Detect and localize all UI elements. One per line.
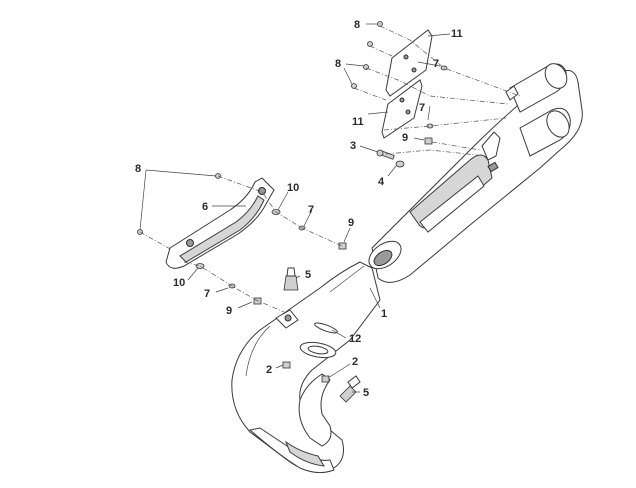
callout-9-mid: 9 [348,217,354,229]
callout-3: 3 [350,140,356,152]
header-pipe [231,261,381,474]
callout-4: 4 [378,176,385,188]
callout-11-lower: 11 [352,116,364,128]
bolt-3 [376,149,395,160]
oxygen-sensor-lower [339,375,361,403]
callout-2-left: 2 [266,364,272,376]
callout-5-lower: 5 [363,387,369,399]
callout-10-lower: 10 [173,277,185,289]
callout-7-bracket: 7 [308,204,314,216]
leader-lines [139,23,451,393]
callout-11-upper: 11 [451,28,463,40]
callout-7-mid: 7 [419,102,425,114]
heat-shield-lower [381,79,423,139]
callout-10-upper: 10 [287,182,299,194]
callout-7-upper: 7 [433,58,439,70]
bolt-8-top-2 [367,41,373,47]
bolt-8-mid-2 [351,83,357,89]
hanger-bracket [165,177,275,269]
nut-9-b [338,242,347,250]
callout-8-mid: 8 [335,58,341,70]
callout-labels: 1 2 2 3 4 5 5 6 7 7 7 7 8 8 8 9 9 9 10 1… [135,19,463,399]
callout-9-upper: 9 [402,132,408,144]
callout-9-lower: 9 [226,305,232,317]
callout-7-lower: 7 [204,288,210,300]
stud-left [282,361,291,369]
callout-6: 6 [202,201,208,213]
nut-9-a [424,137,433,145]
callout-1: 1 [381,308,387,320]
washer-4 [395,160,405,168]
bolt-8-top-1 [377,21,383,27]
stud-right [321,375,330,383]
washer-10-b [195,263,205,269]
callout-5-upper: 5 [305,269,311,281]
callout-8-bracket: 8 [135,163,141,175]
callout-12: 12 [349,333,361,345]
oxygen-sensor-upper [283,267,299,291]
assembly-lines [139,25,521,313]
gasket-ring [314,322,338,334]
muffler [368,63,583,283]
callout-2-right: 2 [352,356,358,368]
callout-8-top: 8 [354,19,360,31]
